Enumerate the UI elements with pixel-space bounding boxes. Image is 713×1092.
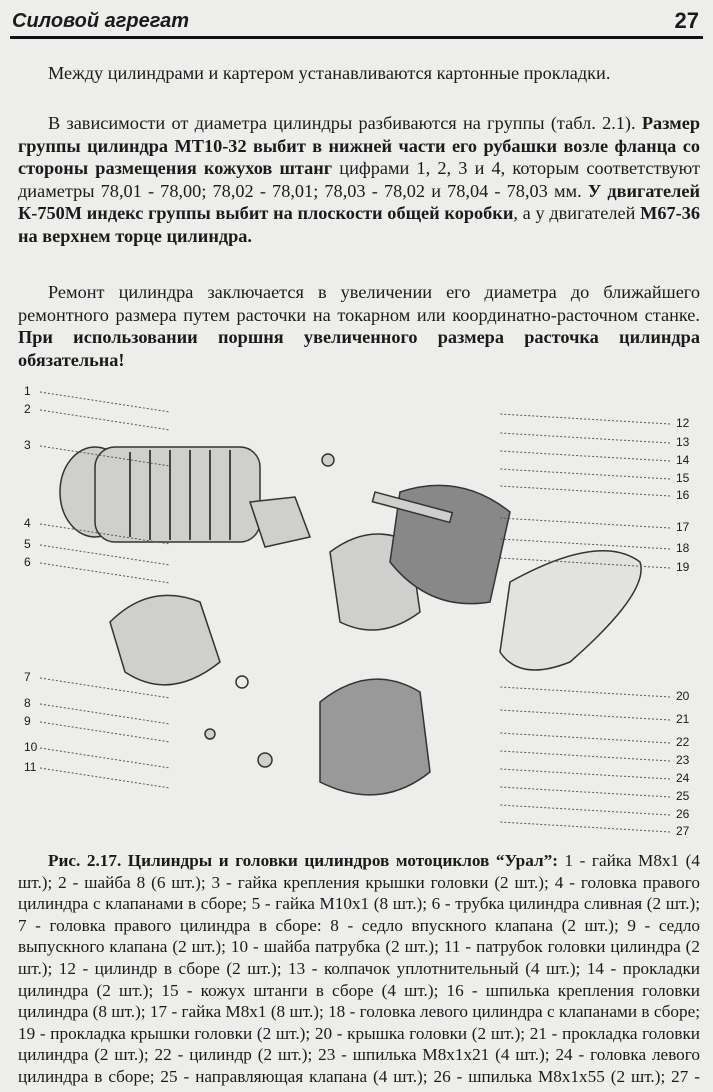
cylinder-assembly-drawing bbox=[59, 446, 312, 548]
leader-line bbox=[499, 786, 671, 798]
leader-line bbox=[499, 413, 671, 425]
callout-label-7: 7 bbox=[24, 670, 31, 684]
leader-line bbox=[499, 538, 671, 550]
leader-line bbox=[499, 485, 671, 497]
running-header: Силовой агрегат 27 bbox=[10, 6, 703, 39]
callout-label-11: 11 bbox=[24, 760, 37, 774]
leader-line bbox=[39, 523, 171, 545]
leader-line bbox=[39, 409, 171, 431]
bold-run: При использовании поршня увеличенного ра… bbox=[18, 327, 700, 370]
callout-label-8: 8 bbox=[24, 696, 31, 710]
caption-text: 1 - гайка М8x1 (4 шт.); 2 - шайба 8 (6 ш… bbox=[18, 851, 700, 1092]
leader-line bbox=[499, 557, 671, 569]
text-run: цифрами 1, 2, 3 и 4, которым соответству… bbox=[18, 158, 700, 201]
callout-label-14: 14 bbox=[676, 453, 690, 467]
callout-label-15: 15 bbox=[676, 471, 690, 485]
callout-label-20: 20 bbox=[676, 689, 690, 703]
leader-line bbox=[499, 804, 671, 816]
caption-title: Рис. 2.17. Цилиндры и головки цилиндров … bbox=[48, 851, 558, 870]
leader-line bbox=[499, 709, 671, 721]
leader-line bbox=[39, 544, 171, 566]
callout-label-26: 26 bbox=[676, 807, 690, 821]
callout-label-16: 16 bbox=[676, 488, 690, 502]
callout-label-25: 25 bbox=[676, 789, 690, 803]
text-run: Между цилиндрами и картером устанавливаю… bbox=[48, 63, 611, 83]
head-cover-drawing bbox=[499, 550, 642, 671]
leader-line bbox=[39, 721, 171, 743]
text-run: В зависимости от диаметра цилиндры разби… bbox=[48, 113, 642, 133]
leader-line bbox=[39, 562, 171, 584]
cylinder-head-assembly-drawing bbox=[319, 678, 431, 796]
page-number: 27 bbox=[674, 8, 699, 33]
callout-label-12: 12 bbox=[676, 416, 690, 430]
callout-label-5: 5 bbox=[24, 537, 31, 551]
leader-line bbox=[499, 750, 671, 762]
text-run: , а у двигателей bbox=[513, 203, 641, 224]
leader-line bbox=[499, 686, 671, 698]
leader-line bbox=[39, 767, 171, 789]
bold-run: М67-36 на верхнем торце цилиндра. bbox=[18, 203, 700, 246]
leader-line bbox=[499, 450, 671, 462]
callout-label-27: 27 bbox=[676, 824, 690, 838]
paragraph-gaskets: Между цилиндрами и картером устанавливаю… bbox=[18, 62, 700, 85]
figure-caption: Рис. 2.17. Цилиндры и головки цилиндров … bbox=[18, 850, 700, 1092]
leader-line bbox=[39, 445, 171, 467]
callout-label-23: 23 bbox=[676, 753, 690, 767]
callout-label-22: 22 bbox=[676, 735, 690, 749]
callout-label-9: 9 bbox=[24, 714, 31, 728]
leader-line bbox=[39, 677, 171, 699]
callout-label-13: 13 bbox=[676, 435, 690, 449]
leader-line bbox=[499, 732, 671, 744]
text-run: Ремонт цилиндра заключается в увеличении… bbox=[18, 282, 700, 325]
callout-label-24: 24 bbox=[676, 771, 690, 785]
callout-label-6: 6 bbox=[24, 555, 31, 569]
leader-line bbox=[39, 703, 171, 725]
paragraph-repair: Ремонт цилиндра заключается в увеличении… bbox=[18, 281, 700, 371]
callout-label-17: 17 bbox=[676, 520, 690, 534]
leader-line bbox=[39, 391, 171, 413]
exploded-diagram-drawing bbox=[39, 391, 671, 833]
right-cylinder-head-drawing bbox=[109, 594, 221, 686]
leader-line bbox=[499, 821, 671, 833]
callout-label-21: 21 bbox=[676, 712, 690, 726]
leader-line bbox=[499, 517, 671, 529]
callout-label-18: 18 bbox=[676, 541, 690, 555]
bold-run: У двигателей К-750М индекс группы выбит … bbox=[18, 180, 700, 224]
leader-line bbox=[499, 432, 671, 444]
paragraph-groups: В зависимости от диаметра цилиндры разби… bbox=[18, 112, 700, 248]
callout-label-3: 3 bbox=[24, 438, 31, 452]
callout-label-2: 2 bbox=[24, 402, 31, 416]
bold-run: Размер группы цилиндра МТ10-32 выбит в н… bbox=[18, 113, 700, 179]
section-title: Силовой агрегат bbox=[12, 10, 190, 32]
leader-line bbox=[499, 468, 671, 480]
leader-line bbox=[39, 747, 171, 769]
callout-label-19: 19 bbox=[676, 560, 690, 574]
leader-line bbox=[499, 768, 671, 780]
callout-label-1: 1 bbox=[24, 384, 31, 398]
callout-label-4: 4 bbox=[24, 516, 31, 530]
callout-label-10: 10 bbox=[24, 740, 38, 754]
